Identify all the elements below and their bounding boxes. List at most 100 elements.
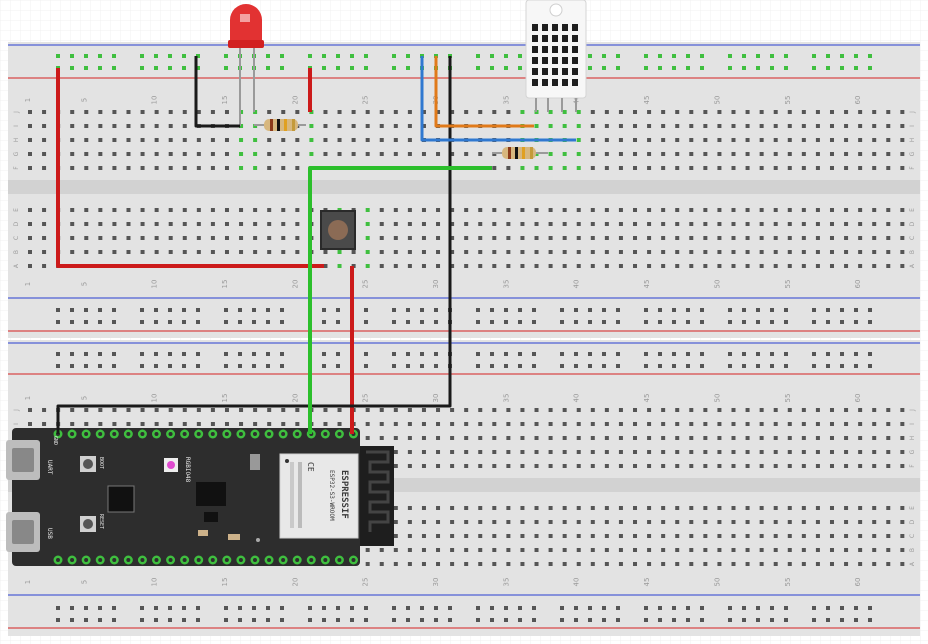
breadboard-hole [112,124,117,128]
column-number: 20 [291,578,299,587]
breadboard-hole [224,152,229,156]
breadboard-hole [773,138,778,142]
breadboard-hole [534,124,539,128]
breadboard-hole [70,138,75,142]
breadboard-hole [886,222,891,226]
breadboard-hole [787,464,792,468]
breadboard-hole [520,264,525,268]
breadboard-hole [464,208,469,212]
breadboard-hole [322,618,326,622]
breadboard-hole [337,422,342,426]
breadboard-hole [872,264,877,268]
breadboard-hole [574,606,578,610]
red-led [228,4,264,126]
breadboard-hole [112,222,117,226]
breadboard-hole [280,66,284,70]
breadboard-hole [675,264,680,268]
esp32-s3-devkit: UART USB BOOT RESET RGBIO48 ESPRESSIF ES… [6,428,394,566]
dht-vent-slot [562,35,568,42]
breadboard-hole [478,408,483,412]
breadboard-hole [644,308,648,312]
breadboard-hole [815,124,820,128]
breadboard-hole [787,422,792,426]
breadboard-hole [872,138,877,142]
esp32-pin-hole [140,558,145,562]
breadboard-hole [478,422,483,426]
breadboard-hole [196,364,200,368]
breadboard-hole [633,138,638,142]
breadboard-hole [364,320,368,324]
breadboard-hole [365,264,370,268]
row-letter: F [909,464,916,468]
breadboard-hole [351,124,356,128]
breadboard-hole [858,138,863,142]
breadboard-hole [140,54,144,58]
breadboard-hole [295,222,300,226]
breadboard-hole [616,308,620,312]
breadboard-hole [829,152,834,156]
breadboard-hole [478,250,483,254]
usb-label: USB [46,528,53,539]
breadboard-hole [506,408,511,412]
breadboard-hole [647,408,652,412]
breadboard-hole [840,364,844,368]
breadboard-hole [210,110,215,114]
breadboard-hole [520,534,525,538]
breadboard-hole [407,250,412,254]
breadboard-hole [675,422,680,426]
breadboard-hole [224,308,228,312]
breadboard-hole [224,138,229,142]
breadboard-hole [140,236,145,240]
breadboard-hole [717,250,722,254]
breadboard-hole [900,534,905,538]
breadboard-hole [759,450,764,454]
breadboard-hole [239,166,244,170]
column-number: 10 [151,280,159,289]
breadboard-hole [266,352,270,356]
boot-button-cap [83,459,93,469]
breadboard-hole [872,236,877,240]
breadboard-hole [224,352,228,356]
breadboard-hole [379,548,384,552]
breadboard-hole [406,364,410,368]
breadboard-hole [518,54,522,58]
breadboard-hole [815,408,820,412]
column-number: 35 [502,578,510,587]
breadboard-hole [590,236,595,240]
esp32-pin-hole [112,558,117,562]
breadboard-hole [280,54,284,58]
breadboard-hole [560,606,564,610]
row-letter: I [909,423,916,425]
resistor-led [254,119,306,131]
breadboard-hole [168,166,173,170]
row-letter: D [909,519,916,524]
breadboard-hole [675,138,680,142]
breadboard-hole [868,308,872,312]
breadboard-hole [618,166,623,170]
breadboard-hole [759,422,764,426]
breadboard-hole [731,506,736,510]
push-button[interactable] [320,210,356,250]
breadboard-hole [689,236,694,240]
breadboard-hole [295,208,300,212]
breadboard-hole [560,618,564,622]
breadboard-hole [717,222,722,226]
column-number: 1 [24,396,32,400]
breadboard-hole [42,264,47,268]
breadboard-hole [520,506,525,510]
gnd-pin-label: GND [52,436,58,445]
breadboard-hole [773,562,778,566]
breadboard-hole [844,250,849,254]
breadboard-hole [661,222,666,226]
breadboard-hole [759,264,764,268]
breadboard-hole [562,450,567,454]
breadboard-hole [407,110,412,114]
breadboard-hole [801,534,806,538]
breadboard-hole [801,408,806,412]
breadboard-hole [618,110,623,114]
breadboard-hole [815,506,820,510]
breadboard-hole [703,152,708,156]
breadboard-hole [70,124,75,128]
breadboard-hole [604,562,609,566]
